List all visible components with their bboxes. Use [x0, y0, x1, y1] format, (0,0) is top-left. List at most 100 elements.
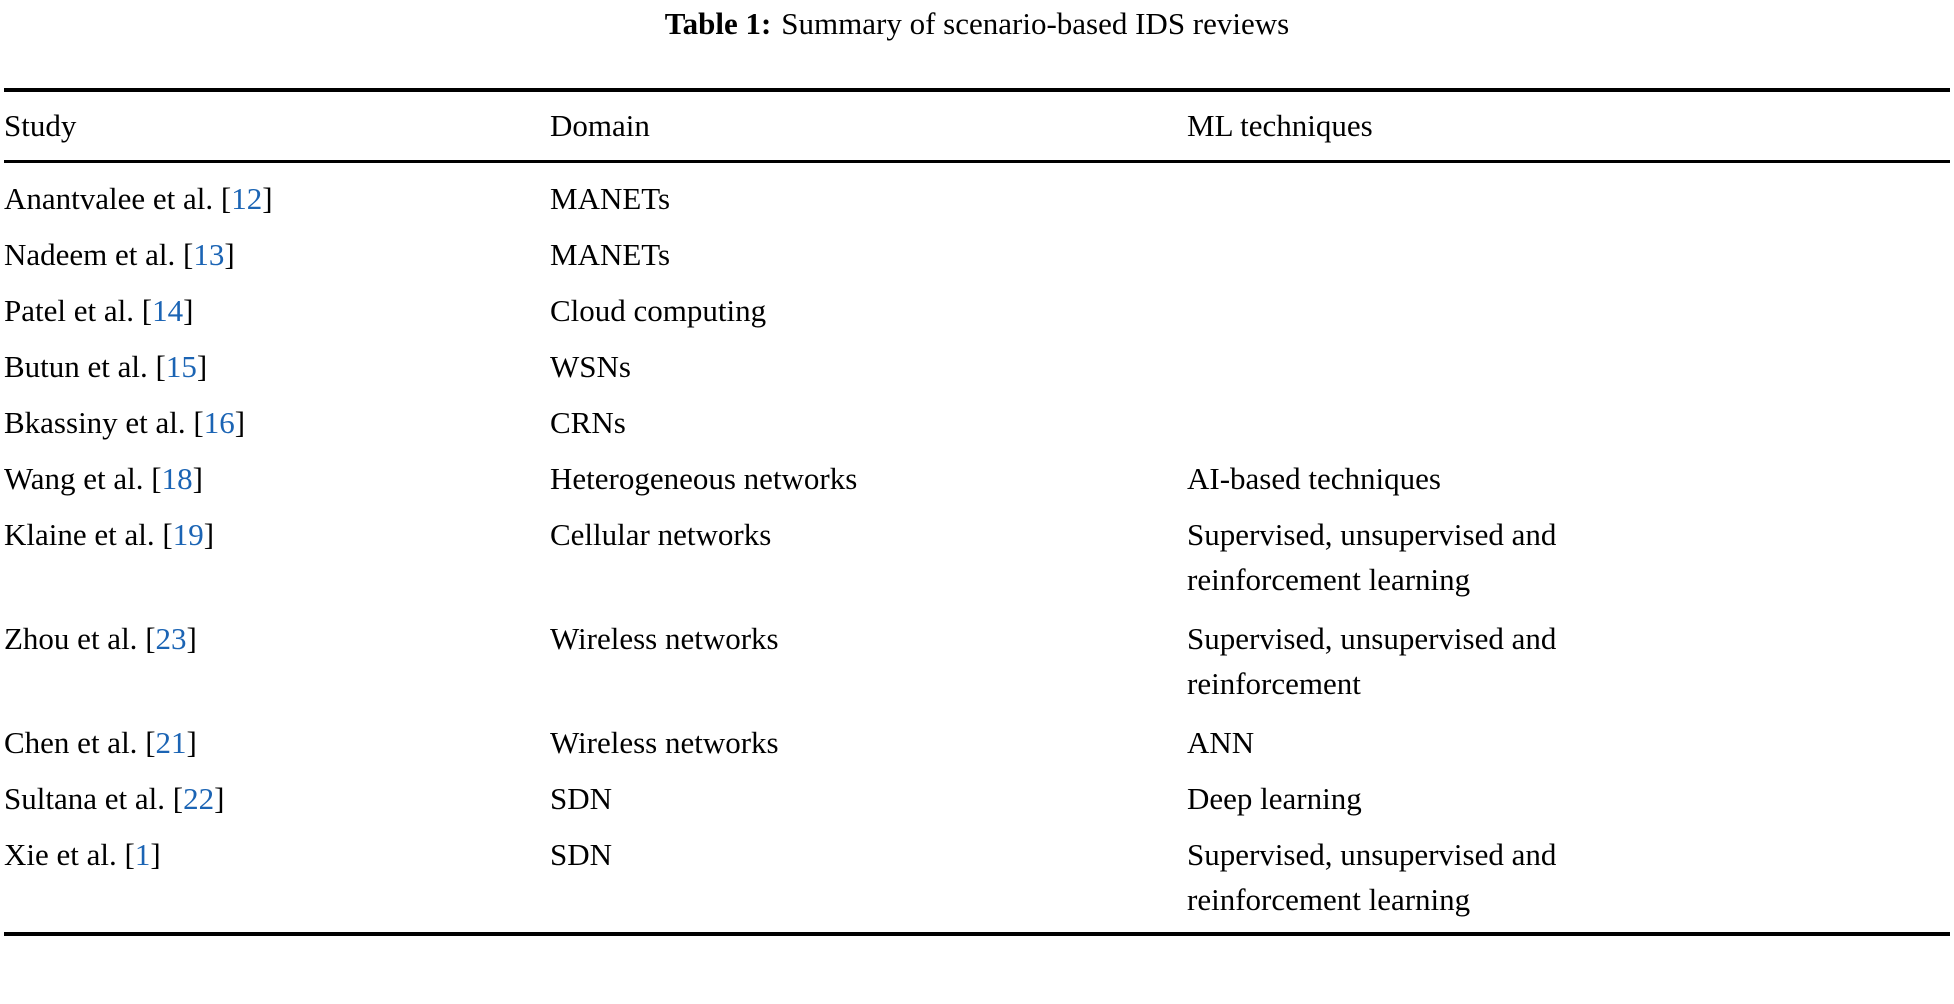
- cell-ml-techniques: [1187, 226, 1950, 282]
- ml-technique-line: Supervised, unsupervised and: [1187, 837, 1557, 872]
- table-row: Butun et al. [15]WSNs: [4, 338, 1950, 394]
- citation-bracket-open: [: [145, 621, 156, 656]
- cell-study: Nadeem et al. [13]: [4, 226, 550, 282]
- cell-study: Klaine et al. [19]: [4, 506, 550, 610]
- column-header-ml-techniques: ML techniques: [1187, 108, 1373, 143]
- citation-bracket-open: [: [124, 837, 135, 872]
- study-author: Klaine et al.: [4, 517, 155, 552]
- cell-study: Patel et al. [14]: [4, 282, 550, 338]
- table-row: Chen et al. [21]Wireless networks ANN: [4, 714, 1950, 770]
- citation-bracket-close: ]: [186, 725, 197, 760]
- column-header-domain: Domain: [550, 108, 650, 143]
- table-row: Zhou et al. [23] Wireless networks Supervi…: [4, 610, 1950, 714]
- ml-technique-line: Supervised, unsupervised and: [1187, 621, 1557, 656]
- study-author: Nadeem et al.: [4, 237, 176, 272]
- citation-bracket-close: ]: [186, 621, 197, 656]
- cell-ml-techniques: Supervised, unsupervised and reinforcemen…: [1187, 610, 1950, 714]
- cell-ml-techniques: Deep learning: [1187, 770, 1950, 826]
- citation-bracket-open: [: [172, 781, 184, 816]
- citation-bracket-open: [: [162, 517, 173, 552]
- ml-technique-line: reinforcement learning: [1187, 562, 1471, 597]
- caption-text: Summary of scenario-based IDS reviews: [781, 6, 1290, 41]
- table-header-rule: [4, 160, 1950, 163]
- citation-bracket-close: ]: [192, 461, 203, 496]
- cell-domain: Cloud computing: [550, 293, 767, 328]
- table-row: Sultana et al. [22]SDN Deep learning: [4, 770, 1950, 826]
- cell-domain: Wireless networks: [550, 725, 779, 760]
- ml-technique-line: reinforcement: [1187, 666, 1361, 701]
- cell-domain: SDN: [550, 781, 613, 816]
- citation-bracket-open: [: [193, 405, 204, 440]
- citation-link[interactable]: 13: [193, 237, 225, 272]
- cell-study: Sultana et al. [22]: [4, 770, 550, 826]
- cell-study: Anantvalee et al. [12]: [4, 163, 550, 226]
- table-header: Study Domain ML techniques: [4, 92, 1950, 160]
- citation-bracket-open: [: [151, 461, 162, 496]
- study-author: Sultana et al.: [4, 781, 165, 816]
- cell-study: Wang et al. [18]: [4, 450, 550, 506]
- cell-ml-techniques: [1187, 282, 1950, 338]
- ml-technique-line: AI-based techniques: [1187, 461, 1441, 496]
- table-row: Anantvalee et al. [12]MANETs: [4, 163, 1950, 226]
- citation-bracket-open: [: [141, 293, 153, 328]
- citation-link[interactable]: 23: [155, 621, 187, 656]
- citation-bracket-open: [: [183, 237, 194, 272]
- table-row: Bkassiny et al. [16]CRNs: [4, 394, 1950, 450]
- cell-ml-techniques: AI-based techniques: [1187, 450, 1950, 506]
- citation-bracket-close: ]: [262, 181, 273, 216]
- cell-domain: MANETs: [550, 237, 671, 272]
- cell-ml-techniques: Supervised, unsupervised and reinforcemen…: [1187, 826, 1950, 932]
- citation-link[interactable]: 15: [165, 349, 197, 384]
- table-row: Nadeem et al. [13]MANETs: [4, 226, 1950, 282]
- citation-bracket-open: [: [155, 349, 166, 384]
- citation-bracket-close: ]: [224, 237, 235, 272]
- citation-bracket-close: ]: [234, 405, 246, 440]
- citation-bracket-close: ]: [150, 837, 161, 872]
- citation-link[interactable]: 19: [172, 517, 204, 552]
- ml-technique-line: Deep learning: [1187, 781, 1362, 816]
- table-row: Wang et al. [18]Heterogeneous networks AI…: [4, 450, 1950, 506]
- cell-ml-techniques: [1187, 163, 1950, 226]
- cell-domain: SDN: [550, 837, 613, 872]
- study-author: Xie et al.: [4, 837, 117, 872]
- cell-domain: MANETs: [550, 181, 671, 216]
- ml-technique-line: ANN: [1187, 725, 1255, 760]
- citation-link[interactable]: 16: [203, 405, 235, 440]
- cell-ml-techniques: [1187, 338, 1950, 394]
- cell-ml-techniques: ANN: [1187, 714, 1950, 770]
- citation-bracket-open: [: [145, 725, 156, 760]
- cell-domain: Cellular networks: [550, 517, 772, 552]
- table-caption: Table 1: Summary of scenario-based IDS re…: [0, 0, 1954, 44]
- study-author: Zhou et al.: [4, 621, 138, 656]
- cell-domain: CRNs: [550, 405, 626, 440]
- citation-link[interactable]: 14: [152, 293, 184, 328]
- cell-study: Butun et al. [15]: [4, 338, 550, 394]
- citation-link[interactable]: 18: [161, 461, 193, 496]
- citation-link[interactable]: 1: [134, 837, 151, 872]
- table-row: Patel et al. [14]Cloud computing: [4, 282, 1950, 338]
- citation-link[interactable]: 12: [231, 181, 263, 216]
- ids-reviews-table-body: Anantvalee et al. [12]MANETs Nadeem et a…: [4, 163, 1950, 932]
- cell-domain: Heterogeneous networks: [550, 461, 858, 496]
- cell-study: Bkassiny et al. [16]: [4, 394, 550, 450]
- ml-technique-line: reinforcement learning: [1187, 882, 1471, 917]
- cell-study: Chen et al. [21]: [4, 714, 550, 770]
- citation-bracket-close: ]: [196, 349, 208, 384]
- ml-technique-line: Supervised, unsupervised and: [1187, 517, 1557, 552]
- caption-label: Table 1:: [664, 6, 772, 41]
- study-author: Butun et al.: [4, 349, 148, 384]
- citation-link[interactable]: 21: [155, 725, 187, 760]
- cell-ml-techniques: [1187, 394, 1950, 450]
- table-header-row: Study Domain ML techniques: [4, 92, 1950, 160]
- citation-link[interactable]: 22: [183, 781, 215, 816]
- table-bottom-rule: [4, 932, 1950, 936]
- citation-bracket-close: ]: [203, 517, 215, 552]
- study-author: Patel et al.: [4, 293, 134, 328]
- cell-domain: Wireless networks: [550, 621, 779, 656]
- cell-study: Xie et al. [1]: [4, 826, 550, 932]
- cell-ml-techniques: Supervised, unsupervised and reinforcemen…: [1187, 506, 1950, 610]
- ids-reviews-table: Study Domain ML techniques: [4, 92, 1950, 160]
- citation-bracket-close: ]: [183, 293, 194, 328]
